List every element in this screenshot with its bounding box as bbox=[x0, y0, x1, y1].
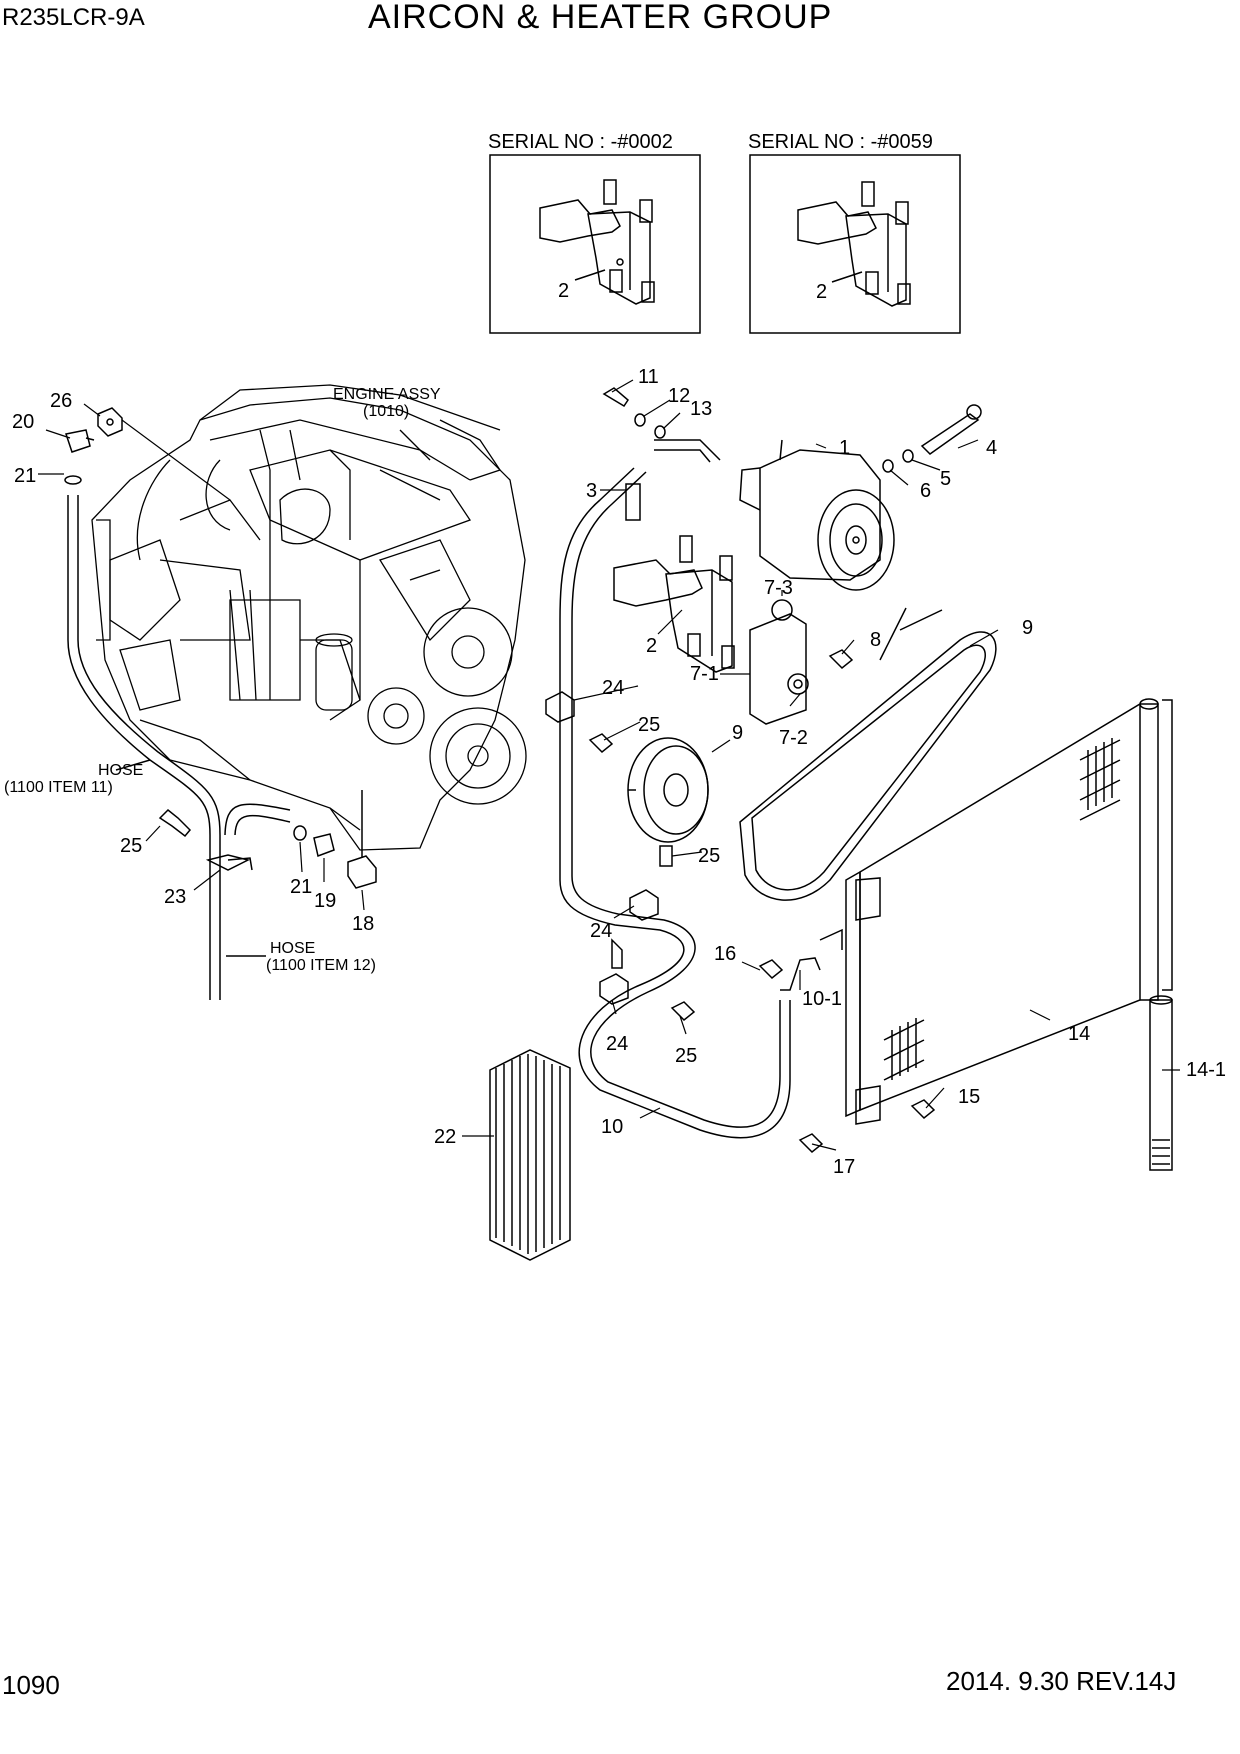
fitting-26-drawing bbox=[97, 407, 123, 437]
hose-10-drawing bbox=[559, 439, 821, 1139]
page-title: AIRCON & HEATER GROUP bbox=[368, 0, 833, 36]
callout-25-left: 25 bbox=[120, 835, 142, 857]
callout-2-inset-2: 2 bbox=[816, 281, 827, 303]
callout-19: 19 bbox=[314, 890, 336, 912]
callout-7-3: 7-3 bbox=[764, 577, 793, 599]
callout-7-1: 7-1 bbox=[690, 663, 719, 685]
serial-inset-1: SERIAL NO : -#0002 2 bbox=[488, 131, 701, 334]
callout-26: 26 bbox=[50, 390, 72, 412]
page-number: 1090 bbox=[2, 1670, 60, 1700]
callout-14: 14 bbox=[1068, 1023, 1090, 1045]
hose-11-label: HOSE bbox=[98, 762, 143, 779]
callout-15: 15 bbox=[958, 1086, 980, 1108]
callout-13: 13 bbox=[690, 398, 712, 420]
callout-25-middle: 25 bbox=[698, 845, 720, 867]
callout-21-right: 21 bbox=[290, 876, 312, 898]
callout-24-middle: 24 bbox=[590, 920, 612, 942]
valve-18-drawing bbox=[347, 855, 377, 889]
condenser-14-drawing bbox=[819, 698, 1173, 1125]
v-belt-9-drawing bbox=[739, 631, 997, 901]
callout-2: 2 bbox=[646, 635, 657, 657]
callout-1: 1 bbox=[839, 437, 850, 459]
serial-inset-1-heading: SERIAL NO : -#0002 bbox=[488, 131, 673, 153]
callout-7-2: 7-2 bbox=[779, 727, 808, 749]
callout-8: 8 bbox=[870, 629, 881, 651]
callout-10-1: 10-1 bbox=[802, 988, 842, 1010]
filter-22-drawing bbox=[489, 1049, 571, 1261]
callout-24-bottom: 24 bbox=[606, 1033, 628, 1055]
callout-9-pulley: 9 bbox=[732, 722, 743, 744]
callout-10: 10 bbox=[601, 1116, 623, 1138]
pulley-9-drawing bbox=[627, 737, 709, 843]
callout-25-upper: 25 bbox=[638, 714, 660, 736]
bolt-25-left-drawing bbox=[158, 808, 192, 838]
callout-24-top: 24 bbox=[602, 677, 624, 699]
callout-11: 11 bbox=[638, 366, 659, 388]
callout-25-lower: 25 bbox=[675, 1045, 697, 1067]
hose-12-label: HOSE bbox=[270, 940, 315, 957]
engine-assy-ref: (1010) bbox=[363, 403, 409, 420]
callout-2-inset-1: 2 bbox=[558, 280, 569, 302]
hose-12-ref: (1100 ITEM 12) bbox=[266, 957, 376, 974]
valve-7-drawing bbox=[749, 599, 809, 725]
compressor-drawing bbox=[739, 439, 895, 591]
clamps-24-drawing bbox=[545, 691, 659, 1005]
callout-5: 5 bbox=[940, 468, 951, 490]
bracket-inset-1-drawing bbox=[539, 179, 655, 305]
callout-4: 4 bbox=[986, 437, 997, 459]
callout-3: 3 bbox=[586, 480, 597, 502]
callout-6: 6 bbox=[920, 480, 931, 502]
ring-21-drawing bbox=[293, 825, 307, 841]
callout-21-left: 21 bbox=[14, 465, 36, 487]
leader-lines bbox=[38, 379, 1180, 1151]
bracket-inset-2-drawing bbox=[797, 181, 911, 307]
serial-inset-2-heading: SERIAL NO : -#0059 bbox=[748, 131, 933, 153]
callout-23: 23 bbox=[164, 886, 186, 908]
callout-20: 20 bbox=[12, 411, 34, 433]
bracket-2-drawing bbox=[613, 535, 735, 673]
callout-9-belt: 9 bbox=[1022, 617, 1033, 639]
engine-assy-label: ENGINE ASSY bbox=[333, 386, 441, 403]
callout-16: 16 bbox=[714, 943, 736, 965]
valve-20-drawing bbox=[65, 429, 95, 453]
engine-assembly-drawing bbox=[91, 384, 527, 851]
model-code: R235LCR-9A bbox=[2, 4, 145, 31]
fasteners-drawing bbox=[588, 387, 982, 1154]
callout-22: 22 bbox=[434, 1126, 456, 1148]
drier-14-1-drawing bbox=[1149, 995, 1173, 1171]
heater-hose-lines bbox=[64, 475, 291, 1000]
callout-labels: 1 2 3 4 5 6 7-1 7-2 7-3 8 9 9 10 10-1 11… bbox=[12, 366, 1226, 1178]
hose-11-ref: (1100 ITEM 11) bbox=[4, 779, 113, 796]
callout-17: 17 bbox=[833, 1156, 855, 1178]
serial-inset-2: SERIAL NO : -#0059 2 bbox=[748, 131, 961, 334]
fitting-19-drawing bbox=[313, 833, 335, 858]
callout-18: 18 bbox=[352, 913, 374, 935]
callout-12: 12 bbox=[668, 385, 690, 407]
revision-date: 2014. 9.30 REV.14J bbox=[946, 1666, 1177, 1696]
callout-14-1: 14-1 bbox=[1186, 1059, 1226, 1081]
